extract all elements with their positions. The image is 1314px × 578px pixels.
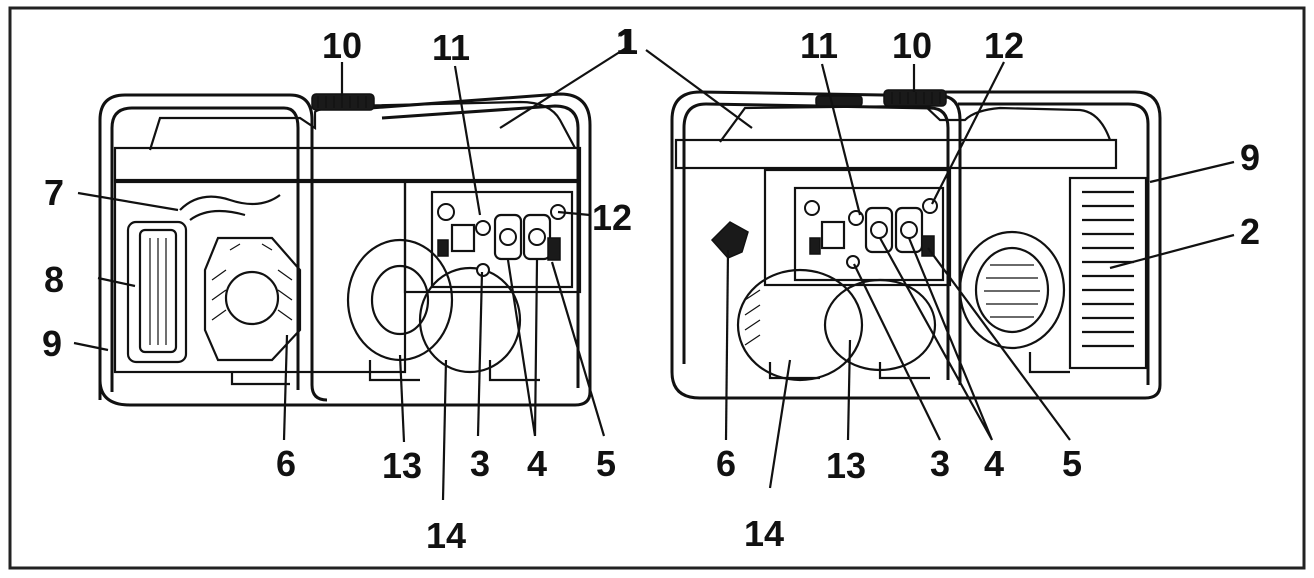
label-10-left: 10 — [322, 25, 362, 66]
label-1-left: 1 — [618, 21, 638, 62]
label-9-left: 9 — [42, 323, 62, 364]
label-13-left: 13 — [382, 445, 422, 486]
label-2-right: 2 — [1240, 211, 1260, 252]
label-11-left: 11 — [432, 27, 470, 68]
label-14-right: 14 — [744, 513, 784, 554]
left-socket-b — [522, 213, 552, 261]
left-control-panel — [403, 180, 582, 294]
label-4-right: 4 — [984, 443, 1004, 484]
right-recoil-handle — [710, 221, 749, 259]
right-ground-terminal — [846, 255, 860, 269]
label-3-right: 3 — [930, 443, 950, 484]
right-outlet-12 — [922, 198, 938, 214]
label-12-right: 12 — [984, 25, 1024, 66]
left-recoil-starter — [203, 236, 302, 362]
right-fuel-tank — [719, 104, 1112, 143]
diagram-border — [8, 6, 1306, 570]
label-14-left: 14 — [426, 515, 466, 556]
label-7-left: 7 — [44, 172, 64, 213]
left-generator — [98, 92, 592, 407]
label-9-right: 9 — [1240, 137, 1260, 178]
label-11-right: 11 — [800, 25, 838, 66]
left-alternator — [346, 238, 454, 362]
label-12-left: 12 — [592, 197, 632, 238]
left-frame-outer — [98, 93, 328, 402]
part-number-labels: 1 10 11 12 7 8 9 6 13 14 3 4 5 1 11 10 1… — [42, 21, 1260, 556]
label-4-left: 4 — [527, 443, 547, 484]
label-10-right: 10 — [892, 25, 932, 66]
left-socket-a — [493, 213, 523, 261]
label-5-left: 5 — [596, 443, 616, 484]
left-breaker — [547, 237, 561, 261]
label-6-left: 6 — [276, 443, 296, 484]
label-3-left: 3 — [470, 443, 490, 484]
label-13-right: 13 — [826, 445, 866, 486]
left-air-filter — [126, 220, 188, 364]
left-panel-meter — [437, 203, 455, 221]
right-engine — [736, 268, 864, 382]
right-fuel-cap — [883, 89, 947, 107]
right-control-panel — [763, 168, 952, 287]
right-panel-meter — [848, 210, 864, 226]
label-8-left: 8 — [44, 259, 64, 300]
right-leader-lines — [645, 49, 1235, 489]
right-socket-b — [894, 206, 924, 254]
right-socket-a — [864, 206, 894, 254]
label-5-right: 5 — [1062, 443, 1082, 484]
left-leader-lines — [73, 47, 627, 501]
label-6-right: 6 — [716, 443, 736, 484]
left-fuel-cap — [311, 93, 375, 111]
right-generator — [670, 89, 1162, 400]
label-1-right: 1 — [616, 21, 636, 62]
right-muffler — [1068, 176, 1148, 370]
